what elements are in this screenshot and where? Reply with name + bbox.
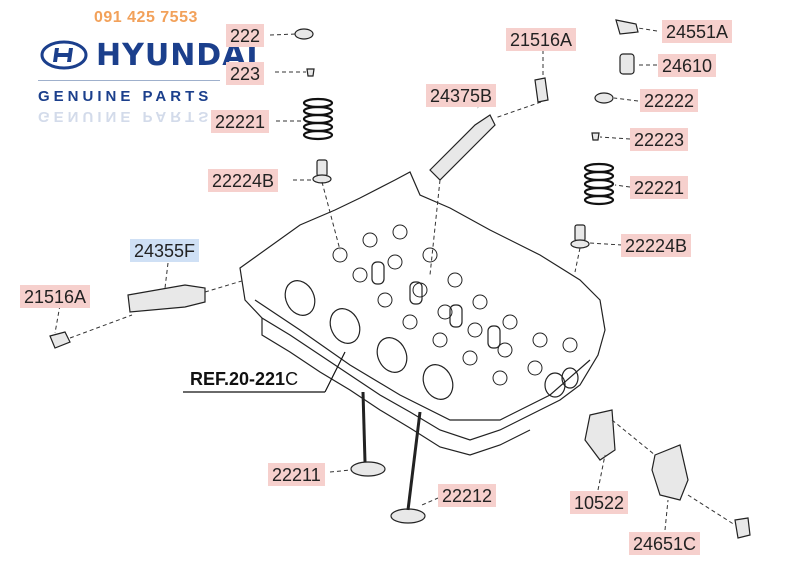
hyundai-logo-icon <box>40 40 88 70</box>
part-label-24651C[interactable]: 24651C <box>629 532 701 555</box>
spring-right <box>583 162 615 206</box>
reference-note[interactable]: REF.20-221C <box>190 369 298 390</box>
part-label-10522[interactable]: 10522 <box>570 491 629 514</box>
brand-subtitle: GENUINE PARTS <box>38 88 213 105</box>
part-label-22223-right[interactable]: 22223 <box>630 128 689 151</box>
part-label-22221-right[interactable]: 22221 <box>630 176 689 199</box>
phone-number: 091 425 7553 <box>94 9 198 26</box>
part-label-22211[interactable]: 22211 <box>268 463 325 486</box>
part-label-21516A-top[interactable]: 21516A <box>506 28 577 51</box>
cylinder-head-outline <box>239 171 606 441</box>
brand-divider <box>38 80 220 81</box>
part-label-22223-top[interactable]: 223 <box>226 62 265 85</box>
reference-number: REF.20-221 <box>190 369 286 389</box>
part-label-24375B[interactable]: 24375B <box>426 84 497 107</box>
part-label-22212[interactable]: 22212 <box>438 484 497 507</box>
part-label-24551A[interactable]: 24551A <box>662 20 733 43</box>
reference-suffix: C <box>285 369 299 389</box>
part-label-22224B-left[interactable]: 22224B <box>208 169 279 192</box>
part-label-22224B-right[interactable]: 22224B <box>621 234 692 257</box>
part-label-24355F[interactable]: 24355F <box>130 239 200 262</box>
brand-subtitle-reflection: GENUINE PARTS <box>38 108 213 125</box>
part-label-22222-right[interactable]: 22222 <box>640 89 699 112</box>
spring-left <box>302 97 334 141</box>
part-label-22222-top[interactable]: 222 <box>226 24 265 47</box>
part-label-24610[interactable]: 24610 <box>658 54 717 77</box>
part-label-21516A-left[interactable]: 21516A <box>20 285 91 308</box>
part-label-22221-top[interactable]: 22221 <box>211 110 270 133</box>
